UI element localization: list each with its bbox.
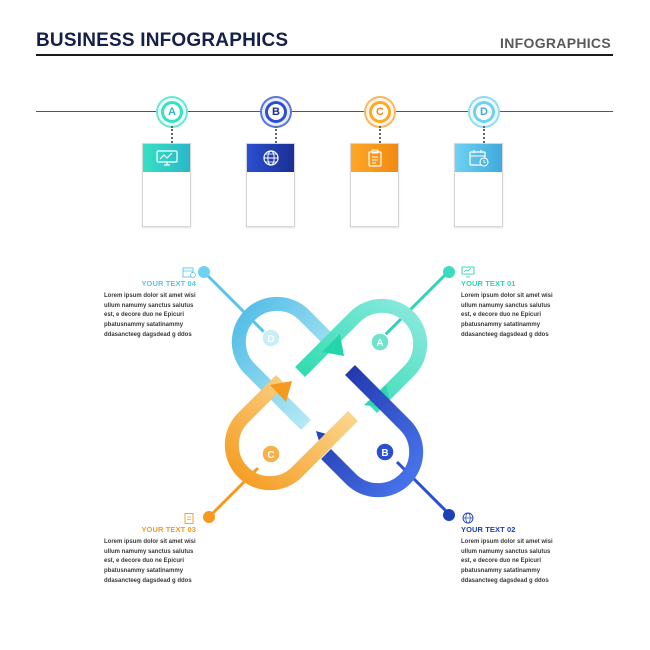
text-block-02-heading-row bbox=[461, 512, 553, 524]
globe-icon bbox=[462, 512, 474, 524]
text-block-02: YOUR TEXT 02 Lorem ipsum dolor sit amet … bbox=[461, 512, 553, 587]
step-badge-a: A bbox=[158, 98, 186, 126]
text-block-01: YOUR TEXT 01 Lorem ipsum dolor sit amet … bbox=[461, 266, 553, 341]
calendar-icon bbox=[182, 267, 196, 278]
step-card-header bbox=[143, 144, 190, 172]
step-badge-letter: A bbox=[164, 104, 180, 120]
text-block-04-heading: YOUR TEXT 04 bbox=[141, 279, 196, 288]
text-block-03: YOUR TEXT 03 Lorem ipsum dolor sit amet … bbox=[104, 512, 196, 587]
step-card-a bbox=[142, 143, 191, 227]
dotted-connector bbox=[379, 126, 381, 143]
step-card-b bbox=[246, 143, 295, 227]
step-card-c bbox=[350, 143, 399, 227]
text-block-01-heading-row bbox=[461, 266, 553, 278]
text-block-02-body: Lorem ipsum dolor sit amet wisi ullum na… bbox=[461, 539, 553, 584]
step-badge-c: C bbox=[366, 98, 394, 126]
link-a-loop bbox=[295, 298, 428, 413]
clipboard-icon bbox=[184, 513, 194, 524]
step-card-header bbox=[351, 144, 398, 172]
loop-badge-d bbox=[261, 328, 281, 348]
step-badge-d: D bbox=[470, 98, 498, 126]
text-block-04-body: Lorem ipsum dolor sit amet wisi ullum na… bbox=[104, 293, 196, 338]
link-b-loop bbox=[321, 365, 424, 498]
text-block-02-heading: YOUR TEXT 02 bbox=[461, 525, 516, 534]
timeline-step-c: C bbox=[350, 97, 410, 232]
step-badge-b: B bbox=[262, 98, 290, 126]
dotted-connector bbox=[275, 126, 277, 143]
step-badge-letter: D bbox=[476, 104, 492, 120]
monitor-chart-icon bbox=[155, 150, 178, 166]
loop-label-b: B bbox=[381, 448, 388, 459]
text-block-03-heading: YOUR TEXT 03 bbox=[141, 525, 196, 534]
page-subtitle: INFOGRAPHICS bbox=[500, 35, 611, 51]
text-block-03-body: Lorem ipsum dolor sit amet wisi ullum na… bbox=[104, 539, 196, 584]
loop-badge-c bbox=[261, 444, 281, 464]
text-block-01-heading: YOUR TEXT 01 bbox=[461, 279, 516, 288]
step-card-header bbox=[455, 144, 502, 172]
text-block-04: YOUR TEXT 04 Lorem ipsum dolor sit amet … bbox=[104, 266, 196, 341]
timeline-rule bbox=[36, 111, 613, 112]
page-title: BUSINESS INFOGRAPHICS bbox=[36, 30, 289, 51]
step-badge-letter: C bbox=[372, 104, 388, 120]
step-card-header bbox=[247, 144, 294, 172]
loop-label-a: A bbox=[376, 338, 383, 349]
link-a-stem bbox=[379, 270, 450, 341]
loop-badge-b bbox=[375, 442, 395, 462]
step-card-d bbox=[454, 143, 503, 227]
loop-badge-a bbox=[370, 332, 390, 352]
timeline-step-a: A bbox=[142, 97, 202, 232]
calendar-icon bbox=[468, 150, 489, 167]
link-c-loop bbox=[224, 375, 358, 491]
loop-label-c: C bbox=[267, 450, 274, 461]
header-rule bbox=[36, 54, 613, 56]
endpoint-dot-c bbox=[203, 511, 215, 523]
link-a-arrowhead-center bbox=[322, 334, 344, 356]
endpoint-dot-a bbox=[443, 266, 455, 278]
link-c-arrowhead bbox=[270, 381, 292, 402]
dotted-connector bbox=[171, 126, 173, 143]
endpoint-dot-d bbox=[198, 266, 210, 278]
link-d-stem bbox=[203, 271, 272, 340]
monitor-chart-icon bbox=[461, 266, 475, 278]
link-d-loop bbox=[231, 296, 335, 430]
clipboard-icon bbox=[367, 149, 382, 167]
text-block-01-body: Lorem ipsum dolor sit amet wisi ullum na… bbox=[461, 293, 553, 338]
timeline-step-b: B bbox=[246, 97, 306, 232]
timeline-step-d: D bbox=[454, 97, 514, 232]
globe-icon bbox=[262, 150, 279, 166]
step-badge-letter: B bbox=[268, 104, 284, 120]
text-block-03-heading-row bbox=[104, 512, 196, 524]
text-block-04-heading-row bbox=[104, 266, 196, 278]
loop-label-d: D bbox=[267, 334, 274, 345]
endpoint-dot-b bbox=[443, 509, 455, 521]
dotted-connector bbox=[483, 126, 485, 143]
